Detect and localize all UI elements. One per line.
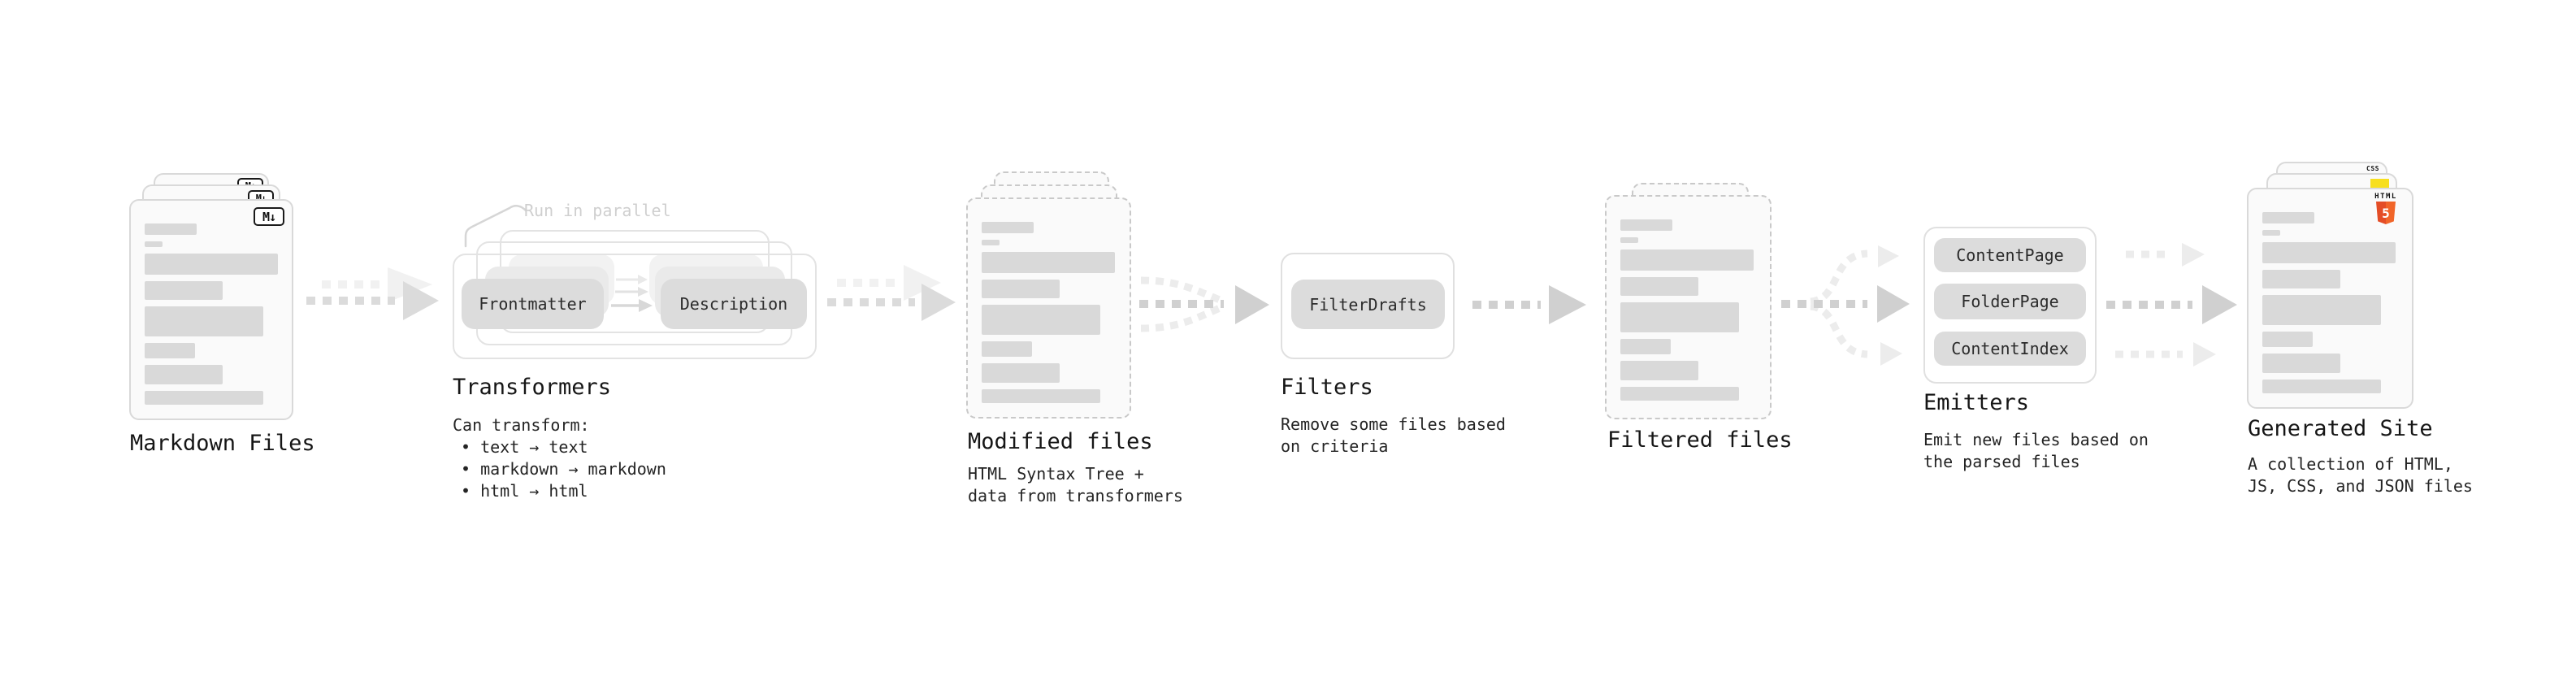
arrow-filters-to-filtered [1472,285,1586,324]
transformers-sub-line: • html → html [461,481,588,501]
stage-title-modified-files: Modified files [968,429,1153,454]
filters-sub-line: Remove some files based [1281,414,1506,434]
stage-title-markdown-files: Markdown Files [130,431,315,456]
emitter-pill-contentindex: ContentIndex [1934,332,2086,366]
modified-sub-line: data from transformers [968,486,1183,505]
html5-icon: HTML 5 [2370,193,2402,224]
markdown-file-card-front: M↓ [129,199,293,420]
filter-pill-filterdrafts: FilterDrafts [1291,280,1445,329]
stage-title-filters: Filters [1281,375,1373,400]
modified-sub-line: HTML Syntax Tree + [968,464,1144,484]
arrow-markdown-to-transformers [306,267,439,320]
run-in-parallel-connector-line [464,205,527,248]
filters-sub-line: on criteria [1281,436,1389,456]
arrow-frontmatter-to-description [611,275,653,312]
document-placeholder-lines [2249,189,2412,393]
generated-sub-line: JS, CSS, and JSON files [2248,476,2473,496]
stage-title-generated-site: Generated Site [2248,416,2433,441]
document-placeholder-lines [1607,197,1770,401]
emitters-description: Emit new files based on the parsed files [1923,429,2149,473]
html5-badge-number: 5 [2382,205,2390,221]
filters-description: Remove some files based on criteria [1281,414,1506,458]
arrow-filtered-to-emitters-split [1781,245,1910,366]
generated-site-description: A collection of HTML, JS, CSS, and JSON … [2248,453,2473,497]
stage-title-emitters: Emitters [1923,390,2030,415]
emitters-sub-line: the parsed files [1923,452,2080,471]
document-placeholder-lines [968,199,1130,403]
arrow-emitters-to-generated [2106,243,2237,367]
transformers-sub-line: • markdown → markdown [461,459,666,479]
stage-title-transformers: Transformers [453,375,612,400]
transformer-pill-frontmatter: Frontmatter [462,279,604,329]
arrow-modified-to-filters-merge [1139,276,1269,332]
run-in-parallel-note: Run in parallel [524,201,671,220]
stage-title-filtered-files: Filtered files [1607,427,1793,453]
modified-files-description: HTML Syntax Tree + data from transformer… [968,463,1183,507]
generated-html-file-card: HTML 5 [2247,188,2413,409]
filtered-file-card-front [1605,195,1772,419]
css-badge-label: CSS [2366,165,2379,172]
html5-shield: 5 [2376,202,2396,224]
emitters-sub-line: Emit new files based on [1923,430,2149,449]
emitter-pill-contentpage: ContentPage [1934,238,2086,272]
generated-sub-line: A collection of HTML, [2248,454,2453,474]
transformers-description: Can transform: • text → text • markdown … [453,414,666,502]
transformers-sub-line: Can transform: [453,415,590,435]
modified-file-card-front [966,197,1131,419]
javascript-icon [2370,179,2389,188]
document-placeholder-lines [131,201,292,405]
arrow-transformers-to-modified [827,265,956,321]
transformer-run-box-front [453,254,817,359]
markdown-icon: M↓ [254,207,284,226]
html5-badge-label: HTML [2374,193,2397,201]
transformers-sub-line: • text → text [461,437,588,457]
emitter-pill-folderpage: FolderPage [1934,284,2086,319]
transformer-pill-description: Description [661,279,807,329]
